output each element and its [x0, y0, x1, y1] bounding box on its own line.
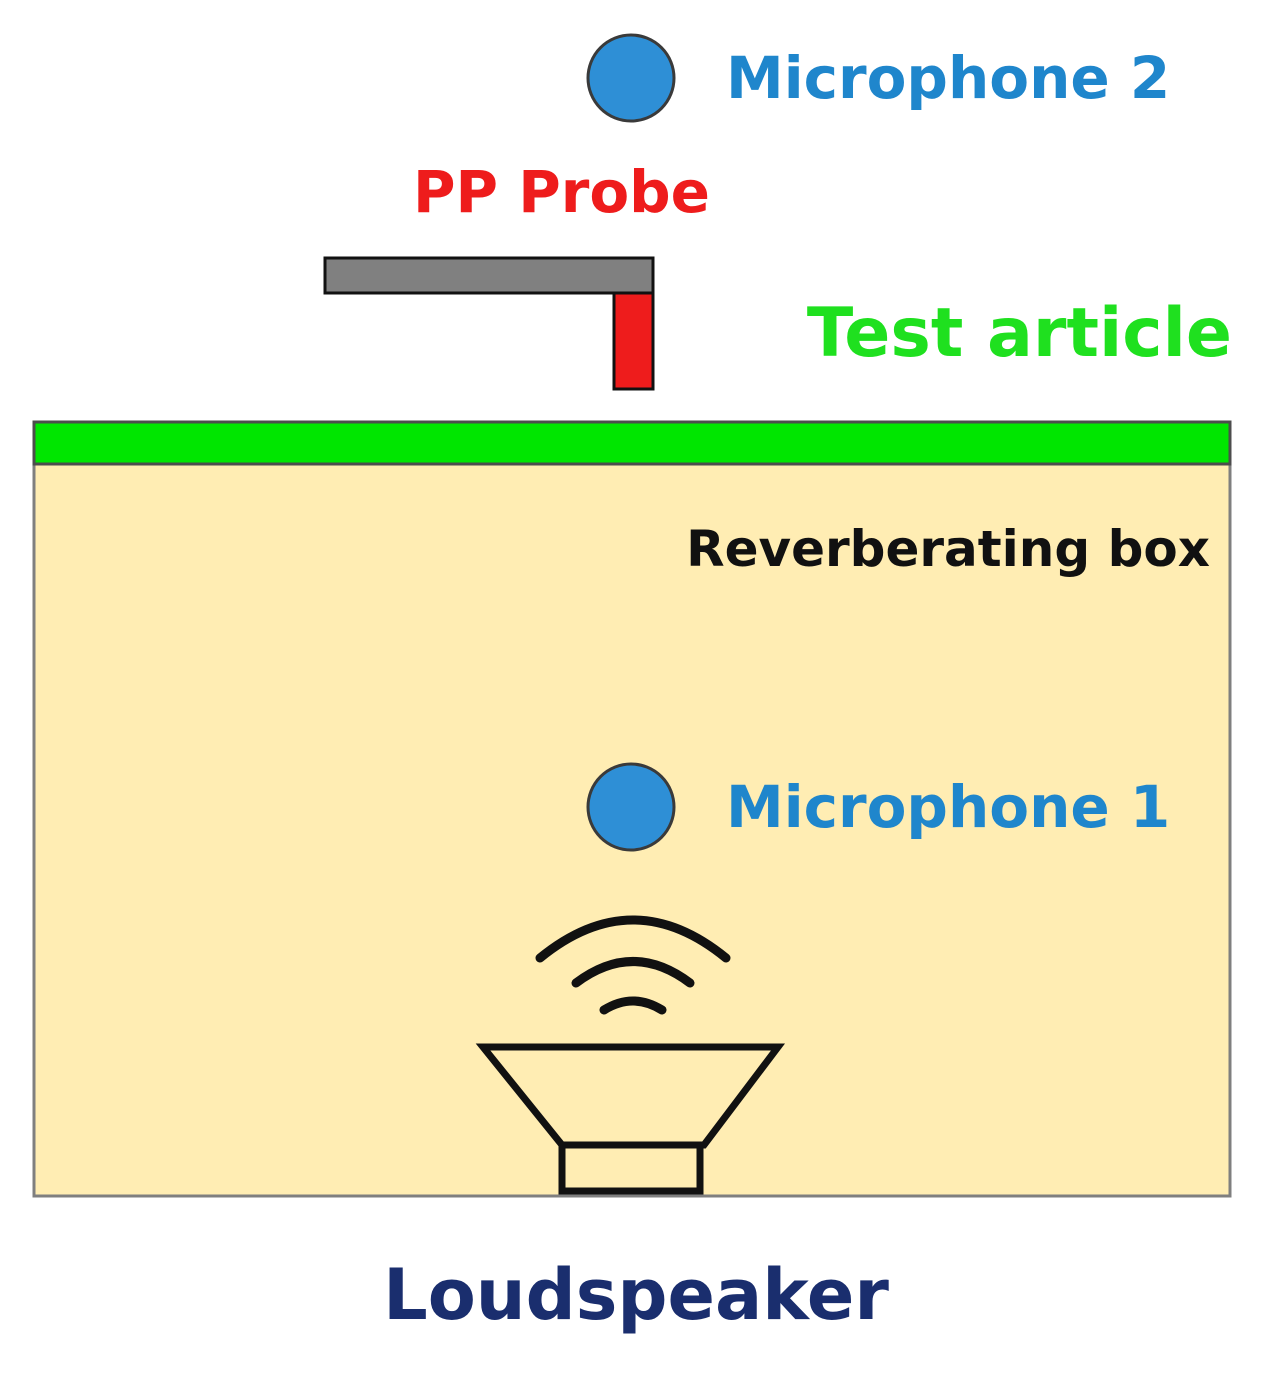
- loudspeaker-label: Loudspeaker: [383, 1254, 889, 1336]
- loudspeaker-cone: [475, 1043, 786, 1149]
- test-article-label: Test article: [807, 294, 1232, 373]
- microphone-1-label: Microphone 1: [726, 773, 1170, 841]
- reverberating-box-label: Reverberating box: [686, 520, 1210, 578]
- pp-probe-label: PP Probe: [413, 158, 710, 226]
- microphone-1-icon: [586, 762, 676, 852]
- microphone-2-icon: [586, 33, 676, 123]
- microphone-2-label: Microphone 2: [726, 44, 1170, 112]
- sound-wave-inner: [599, 996, 667, 1015]
- loudspeaker-icon: [475, 1043, 786, 1195]
- sound-wave-middle: [571, 957, 695, 988]
- pp-probe-arm: [323, 256, 655, 295]
- sound-wave-outer: [535, 915, 731, 963]
- pp-probe-tip: [612, 291, 655, 391]
- sound-waves-icon: [535, 915, 731, 1015]
- test-article: [32, 420, 1232, 466]
- loudspeaker-magnet: [558, 1141, 704, 1195]
